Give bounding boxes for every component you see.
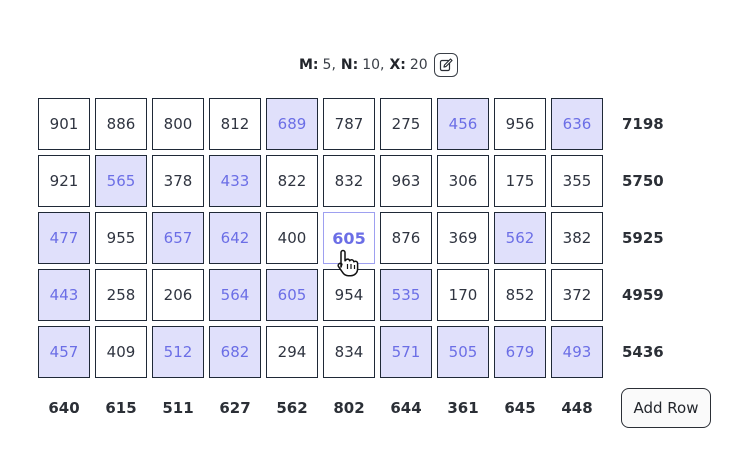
add-row-button[interactable]: Add Row (621, 388, 711, 428)
grid-cell[interactable]: 170 (437, 269, 489, 321)
grid-cell[interactable]: 921 (38, 155, 90, 207)
column-sum: 645 (504, 399, 536, 417)
grid-cell[interactable]: 800 (152, 98, 204, 150)
grid-cell[interactable]: 443 (38, 269, 90, 321)
column-sum: 640 (48, 399, 80, 417)
grid-cell[interactable]: 689 (266, 98, 318, 150)
grid-cell[interactable]: 493 (551, 326, 603, 378)
grid-cell[interactable]: 564 (209, 269, 261, 321)
grid-cell[interactable]: 787 (323, 98, 375, 150)
grid-cell[interactable]: 275 (380, 98, 432, 150)
grid-cell[interactable]: 956 (494, 98, 546, 150)
grid-cell[interactable]: 294 (266, 326, 318, 378)
row-sum: 5436 (622, 343, 664, 361)
column-sum: 615 (105, 399, 137, 417)
column-sum: 511 (162, 399, 194, 417)
column-sum: 562 (276, 399, 308, 417)
grid-cell[interactable]: 456 (437, 98, 489, 150)
grid-cell[interactable]: 605 (323, 212, 375, 264)
grid-cell[interactable]: 258 (95, 269, 147, 321)
grid-cell[interactable]: 682 (209, 326, 261, 378)
grid-cell[interactable]: 852 (494, 269, 546, 321)
n-label: N: (340, 57, 359, 73)
grid-cell[interactable]: 512 (152, 326, 204, 378)
column-sum: 802 (333, 399, 365, 417)
grid-cell[interactable]: 812 (209, 98, 261, 150)
grid-cell[interactable]: 963 (380, 155, 432, 207)
grid-cell[interactable]: 355 (551, 155, 603, 207)
grid-cell[interactable]: 886 (95, 98, 147, 150)
grid-cell[interactable]: 400 (266, 212, 318, 264)
grid-cell[interactable]: 306 (437, 155, 489, 207)
row-sum: 4959 (622, 286, 664, 304)
column-sum: 361 (447, 399, 479, 417)
grid-cell[interactable]: 562 (494, 212, 546, 264)
grid-cell[interactable]: 372 (551, 269, 603, 321)
grid-cell[interactable]: 565 (95, 155, 147, 207)
grid-cell[interactable]: 369 (437, 212, 489, 264)
grid-cell[interactable]: 822 (266, 155, 318, 207)
grid-cell[interactable]: 876 (380, 212, 432, 264)
grid-cell[interactable]: 954 (323, 269, 375, 321)
grid-cell[interactable]: 457 (38, 326, 90, 378)
grid-cell[interactable]: 657 (152, 212, 204, 264)
grid-cell[interactable]: 679 (494, 326, 546, 378)
m-label: M: (299, 57, 319, 73)
grid-cell[interactable]: 505 (437, 326, 489, 378)
grid-cell[interactable]: 636 (551, 98, 603, 150)
column-sum: 627 (219, 399, 251, 417)
grid-cell[interactable]: 571 (380, 326, 432, 378)
grid-cell[interactable]: 605 (266, 269, 318, 321)
grid-cell[interactable]: 477 (38, 212, 90, 264)
row-sum: 7198 (622, 115, 664, 133)
parameters-display: M: 5, N: 10, X: 20 (299, 53, 458, 77)
edit-parameters-button[interactable] (433, 53, 458, 77)
grid-cell[interactable]: 955 (95, 212, 147, 264)
row-sum: 5925 (622, 229, 664, 247)
n-value: 10, (362, 57, 385, 73)
grid-cell[interactable]: 382 (551, 212, 603, 264)
x-label: X: (389, 57, 406, 73)
grid-cell[interactable]: 409 (95, 326, 147, 378)
grid-cell[interactable]: 642 (209, 212, 261, 264)
grid-cell[interactable]: 378 (152, 155, 204, 207)
column-sum: 644 (390, 399, 422, 417)
grid-cell[interactable]: 832 (323, 155, 375, 207)
m-value: 5, (322, 57, 336, 73)
row-sum: 5750 (622, 172, 664, 190)
column-sum: 448 (561, 399, 593, 417)
grid-cell[interactable]: 206 (152, 269, 204, 321)
grid-cell[interactable]: 175 (494, 155, 546, 207)
grid-cell[interactable]: 901 (38, 98, 90, 150)
grid-cell[interactable]: 834 (323, 326, 375, 378)
edit-icon (439, 58, 453, 72)
grid-cell[interactable]: 433 (209, 155, 261, 207)
x-value: 20 (409, 57, 428, 73)
grid-cell[interactable]: 535 (380, 269, 432, 321)
